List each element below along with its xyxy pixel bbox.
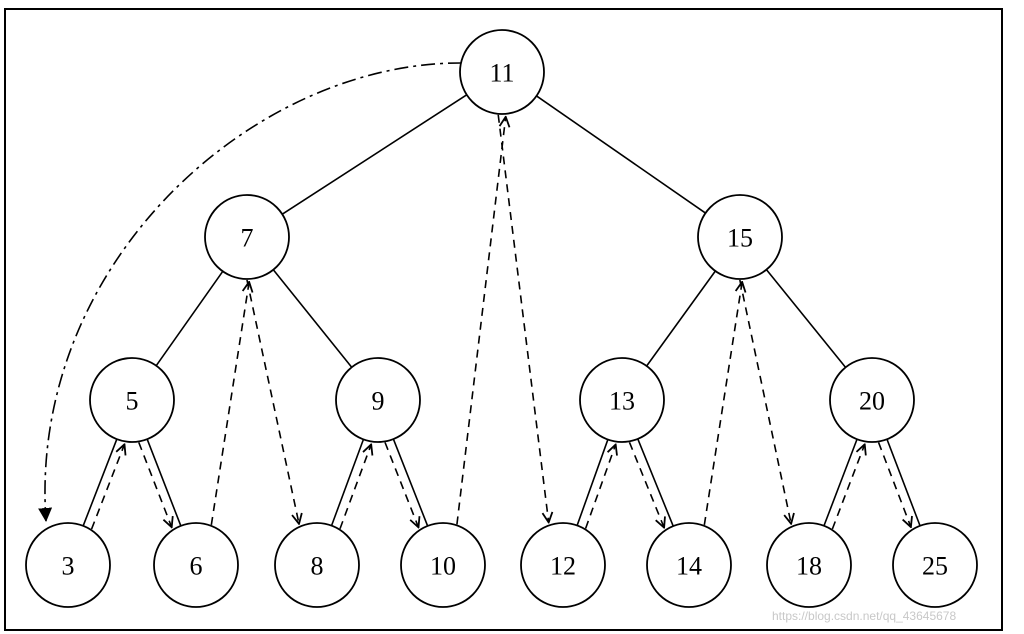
tree-nodes: 11 7 15 5 9 13 20 3 6 8 10 12 14 18 25 <box>25 29 978 608</box>
node-circle <box>25 522 111 608</box>
tree-edge <box>886 438 921 527</box>
thread-arrow <box>628 441 664 527</box>
node-label: 20 <box>859 387 885 416</box>
node-circle <box>89 357 175 443</box>
thread-arrow <box>339 444 371 530</box>
tree-edge <box>392 438 429 527</box>
node-label: 13 <box>609 387 635 416</box>
tree-edge <box>645 270 717 367</box>
node-circle <box>646 522 732 608</box>
thread-arrow <box>456 117 506 525</box>
thread-arrow <box>90 444 125 530</box>
start-link-arrow <box>38 62 463 522</box>
thread-arrow <box>877 442 911 527</box>
node-circle <box>829 357 915 443</box>
thread-arrow <box>497 114 548 523</box>
tree-node-25: 25 <box>892 522 978 608</box>
thread-arrow <box>831 444 864 530</box>
node-circle <box>335 357 421 443</box>
node-label: 15 <box>727 224 753 253</box>
thread-arrow <box>138 442 172 527</box>
tree-edges <box>82 94 921 527</box>
tree-edge <box>155 270 224 367</box>
tree-node-6: 6 <box>153 522 239 608</box>
tree-node-8: 8 <box>274 522 360 608</box>
node-label: 14 <box>676 552 702 581</box>
tree-edge <box>536 95 706 214</box>
tree-node-20: 20 <box>829 357 915 443</box>
node-label: 18 <box>796 552 822 581</box>
tree-node-13: 13 <box>579 357 665 443</box>
tree-edge <box>330 439 365 526</box>
node-label: 9 <box>372 387 385 416</box>
thread-arrow <box>739 279 791 524</box>
tree-edge <box>576 439 609 526</box>
node-label: 11 <box>489 59 514 88</box>
thread-arrow <box>384 442 418 527</box>
node-circle <box>153 522 239 608</box>
node-circle <box>697 194 783 280</box>
diagram-frame <box>4 8 1003 631</box>
node-circle <box>766 522 852 608</box>
node-label: 3 <box>62 552 75 581</box>
node-label: 10 <box>430 552 456 581</box>
node-circle <box>459 29 545 115</box>
tree-node-10: 10 <box>400 522 486 608</box>
node-label: 8 <box>311 552 324 581</box>
thread-links <box>38 62 911 530</box>
tree-node-9: 9 <box>335 357 421 443</box>
node-circle <box>204 194 290 280</box>
node-label: 5 <box>126 387 139 416</box>
node-label: 12 <box>550 552 576 581</box>
tree-node-14: 14 <box>646 522 732 608</box>
tree-node-5: 5 <box>89 357 175 443</box>
tree-node-7: 7 <box>204 194 290 280</box>
tree-edge <box>146 438 182 527</box>
node-circle <box>520 522 606 608</box>
node-circle <box>579 357 665 443</box>
tree-edge <box>637 438 674 527</box>
tree-edge <box>765 269 847 368</box>
thread-arrow <box>246 279 299 524</box>
node-label: 25 <box>922 552 948 581</box>
tree-edge <box>281 94 468 215</box>
node-circle <box>892 522 978 608</box>
thread-arrow <box>210 282 249 526</box>
tree-node-12: 12 <box>520 522 606 608</box>
tree-node-18: 18 <box>766 522 852 608</box>
tree-edge <box>272 269 353 368</box>
node-circle <box>274 522 360 608</box>
thread-arrow <box>584 444 616 529</box>
watermark: https://blog.csdn.net/qq_43645678 <box>772 609 956 623</box>
tree-edge <box>823 438 858 527</box>
tree-node-11: 11 <box>459 29 545 115</box>
thread-arrow <box>703 282 742 526</box>
node-label: 6 <box>190 552 203 581</box>
tree-edge <box>82 438 118 527</box>
tree-node-3: 3 <box>25 522 111 608</box>
node-label: 7 <box>241 224 254 253</box>
node-circle <box>400 522 486 608</box>
tree-node-15: 15 <box>697 194 783 280</box>
